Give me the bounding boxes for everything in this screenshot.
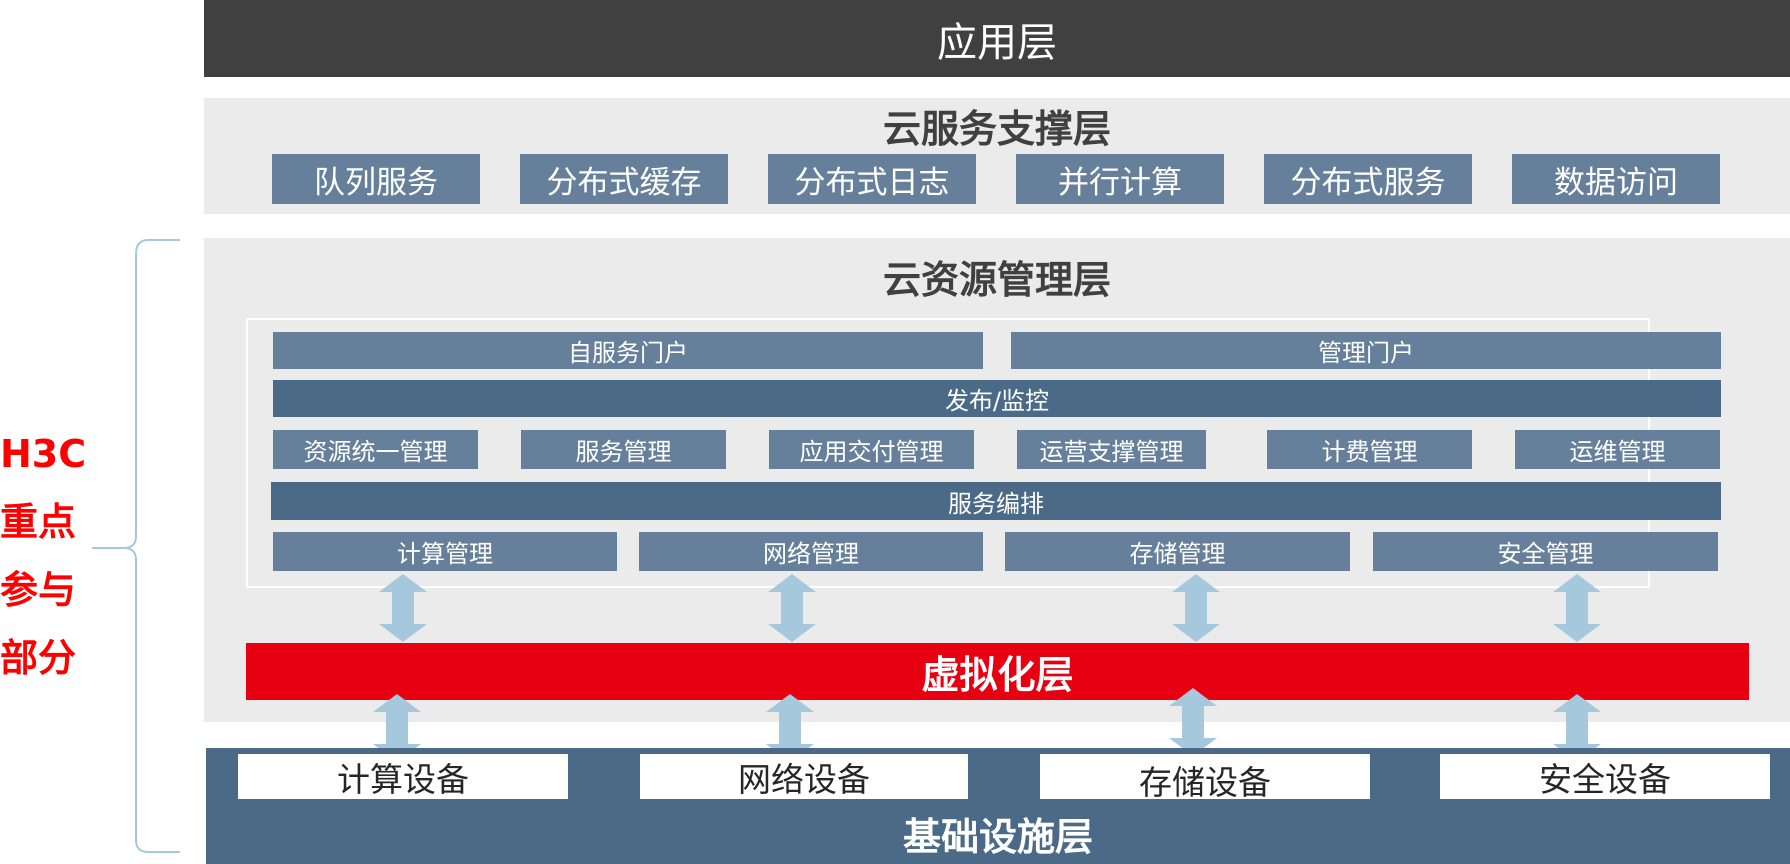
compute-device: 计算设备 [238, 754, 568, 799]
h3c-label-line: 部分 [0, 636, 77, 680]
network-management: 网络管理 [639, 532, 983, 571]
double-arrow-icon [379, 574, 427, 642]
scope-brace [88, 236, 184, 856]
application-delivery-management: 应用交付管理 [769, 430, 974, 469]
unified-resource-management: 资源统一管理 [273, 430, 478, 469]
service-item-distributed-log: 分布式日志 [768, 154, 976, 204]
double-arrow-icon [1172, 574, 1220, 642]
h3c-label-line: H3C [0, 432, 87, 476]
h3c-label-line: 参与 [0, 568, 77, 612]
double-arrow-icon [766, 694, 814, 762]
service-management: 服务管理 [521, 430, 726, 469]
self-service-portal: 自服务门户 [273, 332, 983, 369]
application-layer: 应用层 [204, 0, 1790, 77]
service-item-parallel-computing: 并行计算 [1016, 154, 1224, 204]
application-layer-title: 应用层 [937, 19, 1057, 66]
double-arrow-icon [768, 574, 816, 642]
double-arrow-icon [1553, 694, 1601, 762]
double-arrow-icon [1553, 574, 1601, 642]
resource-management-panel: 自服务门户 管理门户 发布/监控 资源统一管理 服务管理 应用交付管理 运营支撑… [246, 318, 1721, 588]
operation-support-management: 运营支撑管理 [1017, 430, 1206, 469]
resource-management-layer: 云资源管理层 自服务门户 管理门户 发布/监控 资源统一管理 服务管理 应用交付… [204, 238, 1790, 722]
double-arrow-icon [373, 694, 421, 762]
service-support-layer: 云服务支撑层 队列服务 分布式缓存 分布式日志 并行计算 分布式服务 数据访问 [204, 98, 1790, 214]
service-item-distributed-cache: 分布式缓存 [520, 154, 728, 204]
h3c-focus-label: H3C 重点 参与 部分 [0, 420, 90, 692]
virtualization-layer-title: 虚拟化层 [921, 653, 1074, 697]
security-management: 安全管理 [1373, 532, 1718, 571]
billing-management: 计费管理 [1267, 430, 1472, 469]
service-support-layer-title: 云服务支撑层 [882, 106, 1111, 151]
service-item-queue: 队列服务 [272, 154, 480, 204]
infrastructure-layer: 计算设备 网络设备 存储设备 安全设备 基础设施层 [206, 748, 1790, 864]
service-item-distributed-service: 分布式服务 [1264, 154, 1472, 204]
storage-device: 存储设备 [1040, 754, 1370, 802]
h3c-label-line: 重点 [0, 500, 77, 544]
maintenance-management: 运维管理 [1515, 430, 1720, 469]
resource-management-layer-title: 云资源管理层 [882, 257, 1111, 302]
publish-monitor-bar: 发布/监控 [273, 380, 1721, 417]
security-device: 安全设备 [1440, 754, 1770, 799]
storage-management: 存储管理 [1005, 532, 1350, 571]
double-arrow-icon [1169, 688, 1217, 756]
virtualization-layer: 虚拟化层 [246, 643, 1749, 700]
service-orchestration-bar: 服务编排 [271, 482, 1721, 520]
infrastructure-layer-title: 基础设施层 [902, 814, 1093, 859]
network-device: 网络设备 [640, 754, 968, 799]
management-portal: 管理门户 [1011, 332, 1721, 369]
service-item-data-access: 数据访问 [1512, 154, 1720, 204]
compute-management: 计算管理 [273, 532, 617, 571]
